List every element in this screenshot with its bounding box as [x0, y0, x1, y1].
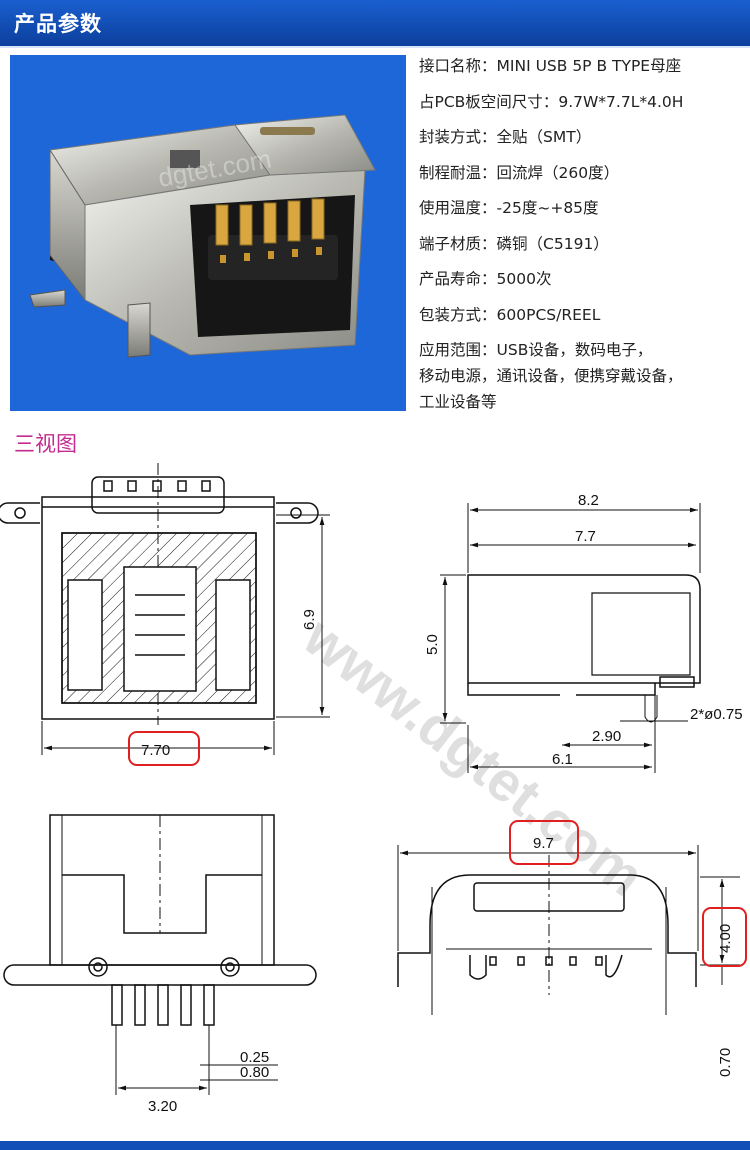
dim-front-height: 4.00 [717, 924, 734, 953]
dim-side-peg-spacing: 2.90 [592, 728, 621, 745]
page-title: 产品参数 [14, 12, 102, 36]
spec-item: 使用温度：-25度~+85度 [419, 199, 599, 217]
spec-item: 制程耐温：回流焊（260度） [419, 163, 620, 182]
bottom-view [3, 814, 317, 1095]
dim-pin-span: 3.20 [148, 1098, 177, 1115]
top-view [0, 463, 330, 766]
dim-front-width: 9.7 [533, 835, 554, 852]
dim-top-height: 6.9 [301, 609, 318, 630]
dim-pin-width: 0.25 [240, 1049, 269, 1066]
dim-side-length: 7.7 [575, 528, 596, 545]
three-view-drawing: www.dgtet.com [0, 463, 747, 1115]
spec-item: 产品寿命：5000次 [419, 270, 552, 288]
spec-item: 包装方式：600PCS/REEL [419, 305, 601, 324]
header-bar: 产品参数 [0, 0, 750, 48]
footer-bar [0, 1141, 750, 1150]
front-view [397, 820, 747, 1015]
product-photo: dgtet.com [10, 55, 406, 411]
dim-top-width: 7.70 [141, 742, 170, 759]
spec-list: 接口名称：MINI USB 5P B TYPE母座 占PCB板空间尺寸：9.7W… [419, 53, 745, 415]
spec-item: 封装方式：全贴（SMT） [419, 128, 592, 146]
dim-side-base: 6.1 [552, 751, 573, 768]
spec-item: 端子材质：磷铜（C5191） [419, 234, 609, 253]
dim-pin-pitch: 0.80 [240, 1064, 269, 1081]
spec-application: 应用范围：USB设备，数码电子， 移动电源，通讯设备，便携穿戴设备， 工业设备等 [419, 341, 683, 411]
connector-image: dgtet.com [29, 114, 376, 358]
spec-item: 接口名称：MINI USB 5P B TYPE母座 [419, 57, 682, 75]
three-view-title: 三视图 [14, 432, 77, 456]
spec-item: 占PCB板空间尺寸：9.7W*7.7L*4.0H [419, 92, 684, 111]
dim-front-standoff: 0.70 [717, 1048, 734, 1077]
dim-side-overall: 8.2 [578, 492, 599, 509]
side-view [440, 503, 701, 773]
dim-side-peg-dia: 2*ø0.75 [690, 706, 743, 723]
drawing-watermark: www.dgtet.com [292, 604, 656, 908]
dim-side-height: 5.0 [424, 634, 441, 655]
